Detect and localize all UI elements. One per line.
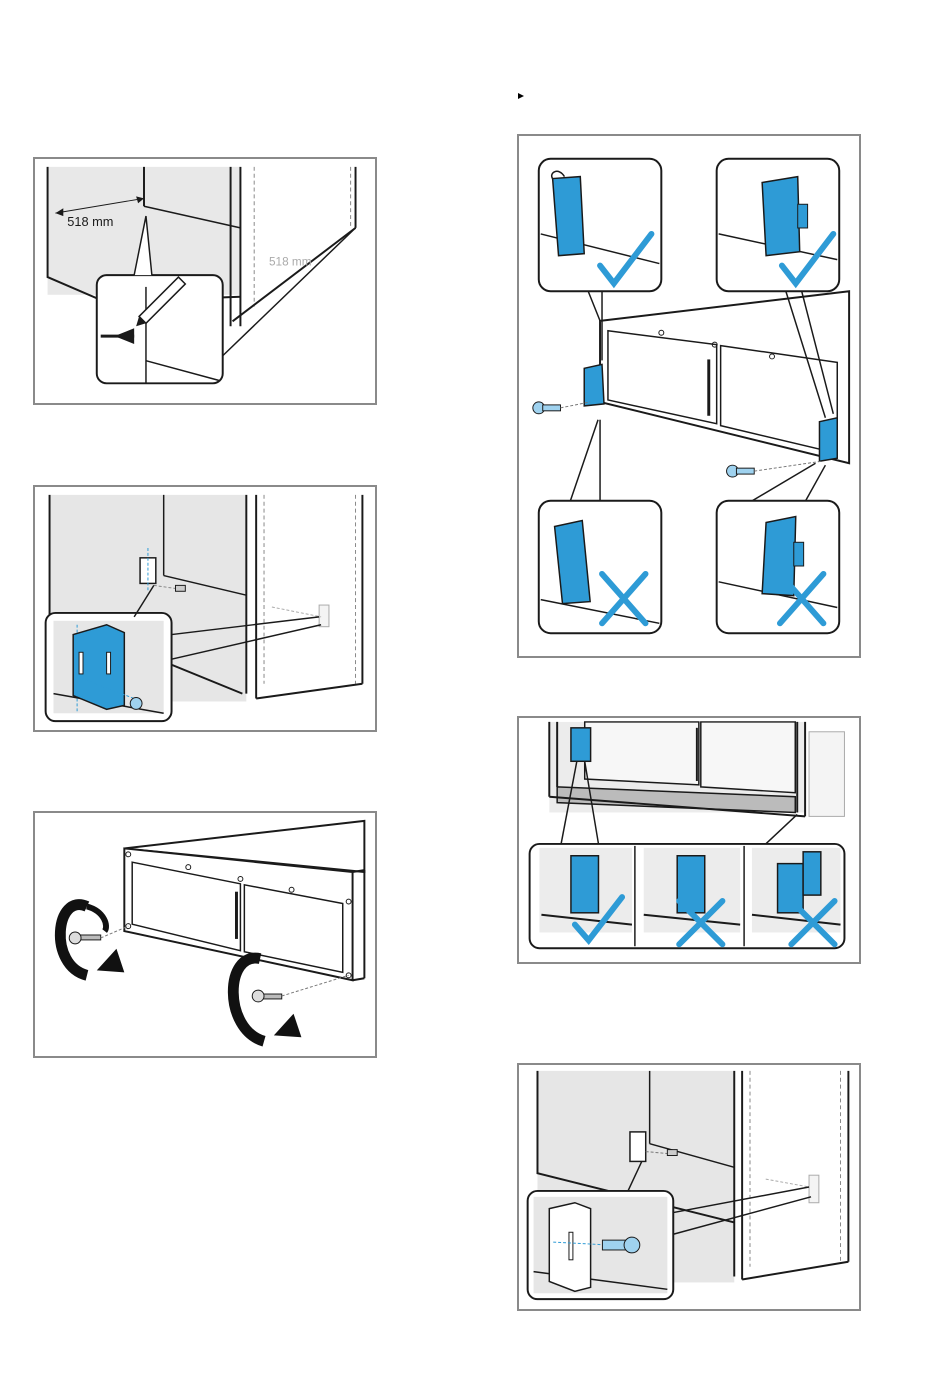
rotate-arrow-icon [233,958,301,1041]
figure-bracket-orientation [517,134,861,658]
figure-side-screw [517,1063,861,1311]
plinth-screw-illustration [35,813,375,1056]
figure-bracket-fit [33,485,377,732]
screw-icon [533,402,590,414]
screw-icon [727,461,822,477]
bracket-position-illustration [519,718,859,962]
side-screw-illustration [519,1065,859,1309]
bracket-orientation-illustration [519,136,859,656]
screw-icon [252,975,348,1002]
measure-label-front: 518 mm [67,214,113,229]
figure-measure: 518 mm 518 mm [33,157,377,405]
screw-icon [69,926,128,944]
measure-label-back: 518 mm [269,254,312,268]
figure-plinth-screw [33,811,377,1058]
measure-illustration: 518 mm 518 mm [35,159,375,403]
bracket-fit-illustration [35,487,375,730]
arrow-bullet-icon [518,93,524,99]
figure-bracket-position [517,716,861,964]
